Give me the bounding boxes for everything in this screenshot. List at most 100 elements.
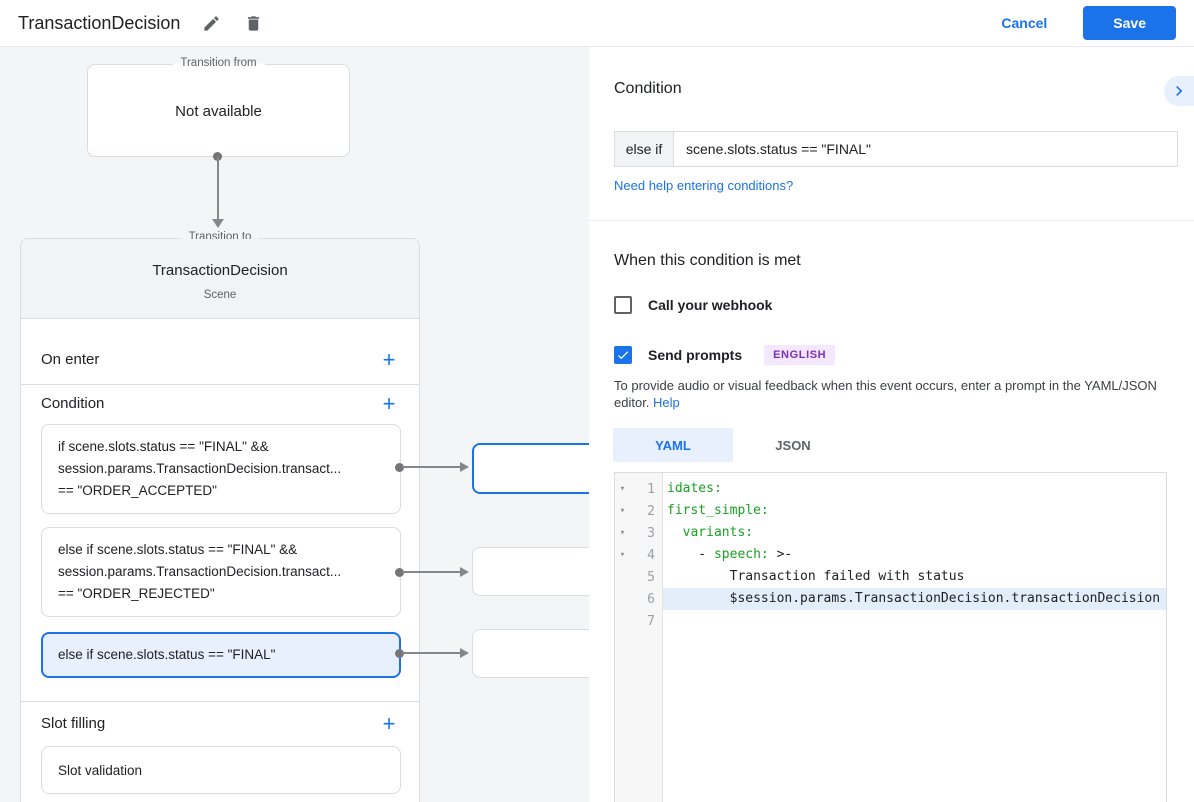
- divider: [589, 220, 1194, 221]
- code-token: -: [667, 547, 714, 562]
- code-token: idates:: [667, 481, 722, 496]
- line-number: 5: [647, 569, 655, 585]
- when-condition-met-title: When this condition is met: [614, 252, 801, 269]
- transition-target-box[interactable]: [472, 443, 602, 494]
- transition-to-box: Transition to TransactionDecision Scene …: [20, 231, 420, 802]
- code-token: >-: [768, 547, 793, 562]
- tab-json[interactable]: JSON: [775, 437, 811, 453]
- transition-from-value: Not available: [175, 103, 262, 120]
- on-enter-label: On enter: [41, 351, 100, 368]
- arrow-right-icon: [460, 567, 469, 577]
- connector-dot: [395, 649, 404, 658]
- panel-title: Condition: [614, 80, 682, 97]
- connector-line: [402, 652, 460, 654]
- line-number: 6: [647, 591, 655, 607]
- connector-line: [402, 466, 460, 468]
- webhook-label: Call your webhook: [648, 297, 773, 313]
- transition-from-box[interactable]: Transition from Not available: [87, 57, 350, 157]
- scene-header[interactable]: TransactionDecision Scene: [21, 239, 419, 319]
- prompt-description-text: To provide audio or visual feedback when…: [614, 378, 1157, 410]
- header-bar: TransactionDecision Cancel Save: [0, 0, 1194, 47]
- condition-card-line: == "ORDER_ACCEPTED": [58, 483, 217, 498]
- yaml-code-editor[interactable]: ▾ 1 ▾ 2 ▾ 3 ▾ 4 5 6 7 idates: first_simple: variant…: [614, 472, 1167, 802]
- edit-icon[interactable]: [200, 12, 222, 34]
- condition-card-line: if scene.slots.status == "FINAL" &&: [58, 439, 269, 454]
- connector-line: [217, 157, 219, 219]
- send-prompts-checkbox[interactable]: [614, 346, 632, 364]
- fold-arrow-icon[interactable]: ▾: [619, 506, 626, 516]
- condition-prefix-label: else if: [614, 131, 674, 167]
- scene-subtitle: Scene: [203, 289, 237, 301]
- line-number: 2: [647, 503, 655, 519]
- code-token: variants:: [682, 525, 754, 540]
- condition-card[interactable]: if scene.slots.status == "FINAL" && sessi…: [41, 424, 401, 514]
- editor-tabs: YAML JSON: [613, 428, 853, 462]
- fold-arrow-icon[interactable]: ▾: [619, 528, 626, 538]
- line-number: 3: [647, 525, 655, 541]
- transition-target-box[interactable]: [472, 547, 602, 596]
- line-number: 7: [647, 613, 655, 629]
- editor-gutter: ▾ 1 ▾ 2 ▾ 3 ▾ 4 5 6 7: [615, 473, 663, 802]
- add-condition-button[interactable]: +: [382, 391, 396, 416]
- condition-editor-panel: Condition else if Need help entering con…: [589, 47, 1194, 802]
- slot-filling-label: Slot filling: [41, 715, 106, 732]
- code-token: speech:: [713, 547, 769, 562]
- scene-title: TransactionDecision: [152, 262, 288, 279]
- chevron-right-icon: [1176, 86, 1183, 96]
- check-icon: [617, 351, 629, 360]
- arrow-right-icon: [460, 462, 469, 472]
- fold-arrow-icon[interactable]: ▾: [619, 550, 626, 560]
- condition-card-line: session.params.TransactionDecision.trans…: [58, 461, 342, 476]
- conditions-help-link[interactable]: Need help entering conditions?: [614, 178, 794, 193]
- line-number: 1: [647, 481, 655, 497]
- cancel-button[interactable]: Cancel: [1001, 15, 1048, 31]
- add-on-enter-button[interactable]: +: [382, 347, 396, 372]
- collapse-panel-button[interactable]: [1164, 76, 1194, 106]
- condition-card[interactable]: else if scene.slots.status == "FINAL" &&…: [41, 527, 401, 617]
- tab-yaml[interactable]: YAML: [613, 428, 733, 462]
- connector-line: [402, 571, 460, 573]
- help-link[interactable]: Help: [653, 395, 680, 410]
- save-button[interactable]: Save: [1083, 6, 1176, 40]
- delete-icon[interactable]: [242, 12, 264, 34]
- code-token: $session.params.TransactionDecision.tran…: [667, 591, 1161, 606]
- code-line[interactable]: - speech: >-: [663, 544, 1166, 566]
- connector-dot: [213, 152, 222, 161]
- code-token: first_simple:: [667, 503, 769, 518]
- code-line[interactable]: idates:: [663, 478, 1166, 500]
- condition-card-line: else if scene.slots.status == "FINAL" &&: [58, 542, 298, 557]
- condition-card-line: == "ORDER_REJECTED": [58, 586, 215, 601]
- webhook-row: Call your webhook: [614, 296, 772, 314]
- condition-input-row: else if: [614, 131, 1178, 167]
- condition-section-label: Condition: [41, 395, 105, 412]
- language-badge: ENGLISH: [764, 345, 836, 365]
- code-token: [667, 525, 683, 540]
- code-token: Transaction failed with status: [667, 569, 965, 584]
- condition-card[interactable]: else if scene.slots.status == "FINAL": [41, 632, 401, 678]
- connector-dot: [395, 463, 404, 472]
- transition-target-box[interactable]: [472, 629, 602, 678]
- divider: [21, 701, 419, 702]
- condition-card-line: session.params.TransactionDecision.trans…: [58, 564, 342, 579]
- editor-code-area[interactable]: idates: first_simple: variants: - speech:…: [663, 473, 1166, 802]
- send-prompts-row: Send prompts ENGLISH: [614, 345, 836, 365]
- arrow-down-icon: [212, 219, 224, 228]
- code-line-active[interactable]: $session.params.TransactionDecision.tran…: [663, 588, 1166, 610]
- prompt-description: To provide audio or visual feedback when…: [614, 377, 1174, 411]
- transition-from-legend: Transition from: [172, 57, 265, 69]
- add-slot-button[interactable]: +: [382, 711, 396, 736]
- webhook-checkbox[interactable]: [614, 296, 632, 314]
- page-title: TransactionDecision: [18, 12, 181, 33]
- send-prompts-label: Send prompts: [648, 347, 743, 363]
- slot-validation-card[interactable]: Slot validation: [41, 746, 401, 794]
- code-line[interactable]: first_simple:: [663, 500, 1166, 522]
- divider: [21, 384, 419, 385]
- code-line[interactable]: variants:: [663, 522, 1166, 544]
- fold-arrow-icon[interactable]: ▾: [619, 484, 626, 494]
- code-line[interactable]: [663, 610, 1166, 632]
- line-number: 4: [647, 547, 655, 563]
- code-line[interactable]: Transaction failed with status: [663, 566, 1166, 588]
- condition-expression-input[interactable]: [674, 131, 1178, 167]
- condition-card-line: else if scene.slots.status == "FINAL": [58, 647, 276, 662]
